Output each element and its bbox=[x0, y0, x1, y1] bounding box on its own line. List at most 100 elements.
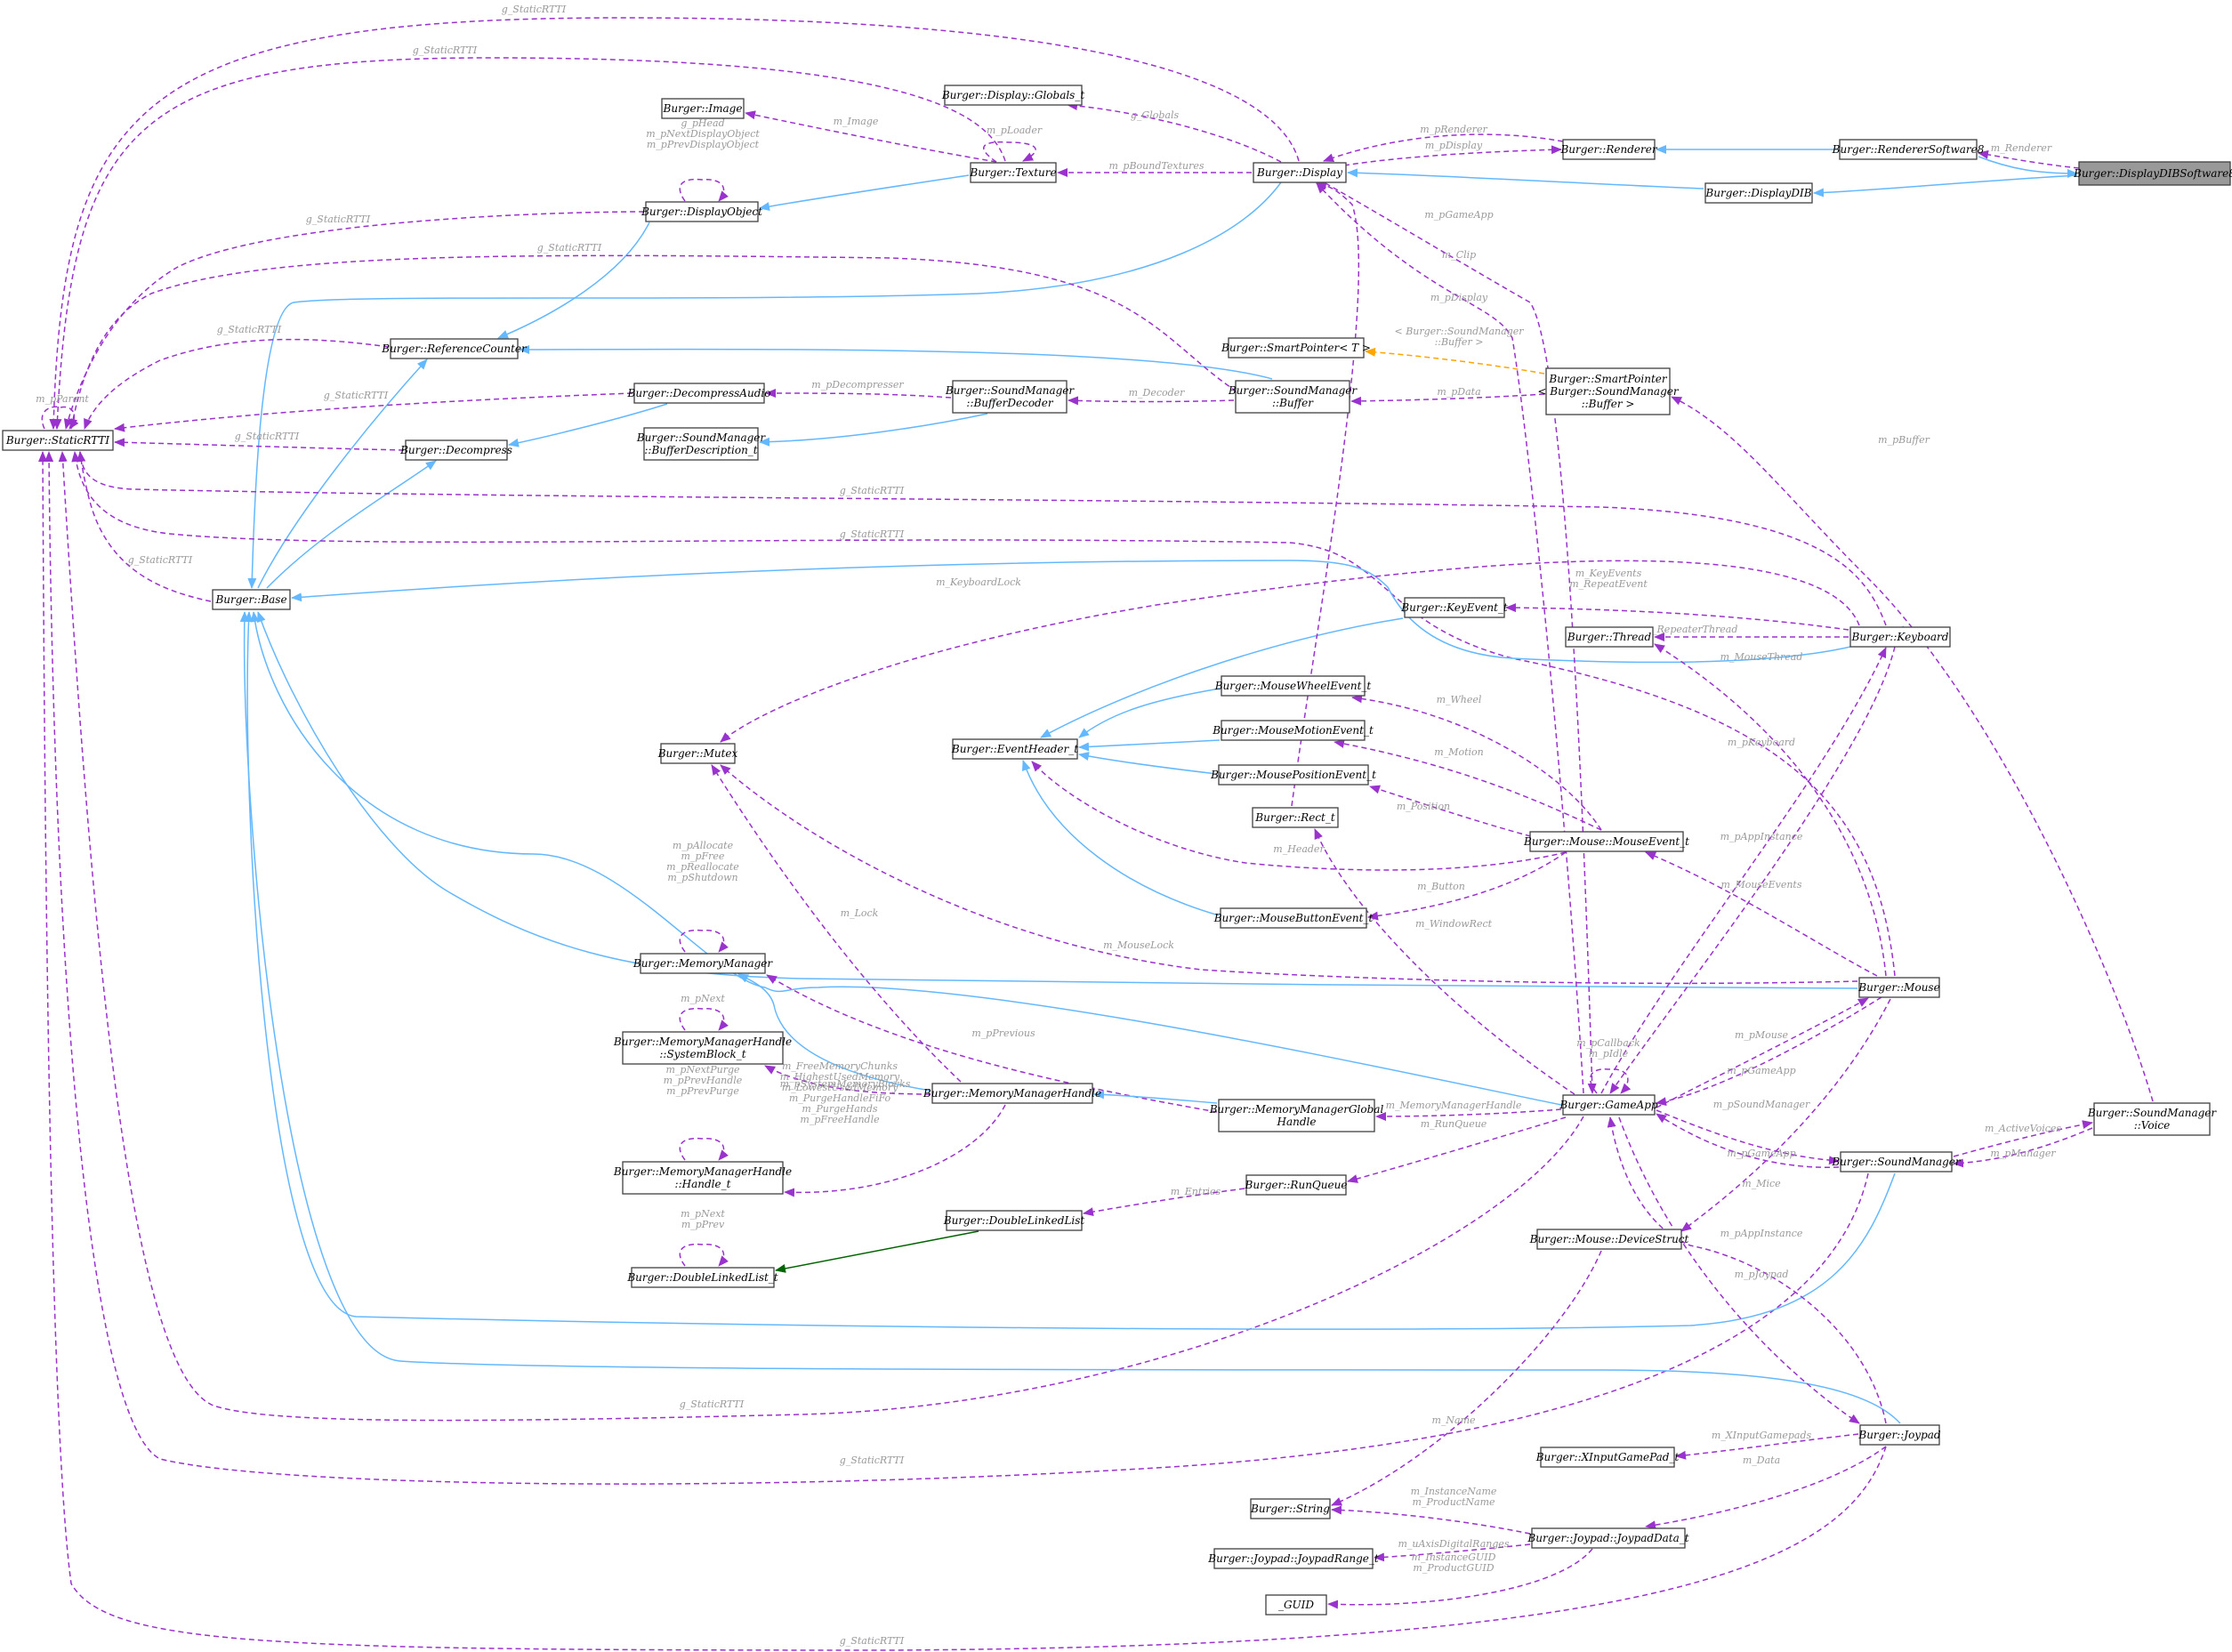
class-node-mouse-event[interactable]: Burger::Mouse::MouseEvent_t bbox=[1523, 831, 1689, 852]
class-node-mouse-wheel[interactable]: Burger::MouseWheelEvent_t bbox=[1214, 675, 1372, 697]
class-node-display-dibsoftware8[interactable]: Burger::DisplayDIBSoftware8 bbox=[2073, 161, 2232, 186]
class-node-buffer-decoder[interactable]: Burger::SoundManager::BufferDecoder bbox=[945, 380, 1076, 414]
class-node-sound-manager[interactable]: Burger::SoundManager bbox=[1831, 1151, 1962, 1173]
class-node-buffer-description[interactable]: Burger::SoundManager::BufferDescription_… bbox=[636, 427, 767, 461]
edge-system-block-to-mmhandle bbox=[764, 1065, 931, 1095]
class-node-voice[interactable]: Burger::SoundManager::Voice bbox=[2087, 1102, 2218, 1136]
class-node-memory-manager[interactable]: Burger::MemoryManager bbox=[633, 953, 774, 974]
class-name: Burger::Renderer bbox=[1559, 143, 1657, 156]
edge-line bbox=[1347, 168, 1704, 189]
edge-label: m_KeyboardLock bbox=[936, 576, 1021, 588]
edge-label: m_pBoundTextures bbox=[1108, 160, 1204, 172]
edge-line bbox=[679, 929, 729, 953]
class-node-run-queue[interactable]: Burger::RunQueue bbox=[1245, 1174, 1348, 1196]
class-node-joypad[interactable]: Burger::Joypad bbox=[1857, 1424, 1941, 1446]
edge-line bbox=[1314, 828, 1575, 1095]
class-name: Burger::Image bbox=[663, 102, 743, 115]
class-node-renderer-software8[interactable]: Burger::RendererSoftware8 bbox=[1832, 139, 1985, 160]
edge-line bbox=[77, 451, 1887, 626]
edge-game-app-to-game-app bbox=[1590, 1068, 1632, 1094]
edge-label-line: m_pSoundManager bbox=[1713, 1099, 1810, 1110]
edge-label: m_MouseEvents bbox=[1721, 879, 1802, 890]
class-node-double-linked-list[interactable]: Burger::DoubleLinkedList bbox=[943, 1210, 1085, 1231]
class-box bbox=[660, 743, 736, 764]
edge-label-line: m_pKeyboard bbox=[1728, 737, 1795, 748]
edge-label-line: m_pFree bbox=[681, 850, 725, 862]
class-node-decompress-audio[interactable]: Burger::DecompressAudio bbox=[627, 383, 771, 404]
class-box bbox=[1220, 907, 1367, 929]
edge-label-line: m_pBoundTextures bbox=[1108, 160, 1204, 172]
class-node-double-linked-list-t[interactable]: Burger::DoubleLinkedList_t bbox=[626, 1267, 778, 1288]
edge-label: m_WindowRect bbox=[1415, 918, 1493, 930]
edge-line bbox=[291, 560, 1905, 664]
edge-label: m_MouseThread bbox=[1720, 651, 1803, 663]
class-node-renderer[interactable]: Burger::Renderer bbox=[1559, 139, 1658, 160]
edge-label: g_StaticRTTI bbox=[128, 554, 193, 566]
edge-label-line: < Burger::SoundManager bbox=[1394, 326, 1524, 337]
class-box bbox=[1218, 764, 1369, 786]
class-node-keyboard[interactable]: Burger::Keyboard bbox=[1849, 626, 1951, 648]
class-node-xinput-game-pad[interactable]: Burger::XInputGamePad_t bbox=[1535, 1447, 1680, 1468]
class-node-system-block[interactable]: Burger::MemoryManagerHandle::SystemBlock… bbox=[613, 1031, 792, 1065]
edge-label: m_pManager bbox=[1990, 1148, 2056, 1159]
class-node-mutex[interactable]: Burger::Mutex bbox=[657, 743, 738, 764]
class-node-mouse[interactable]: Burger::Mouse bbox=[1857, 977, 1940, 998]
class-node-static-rtti[interactable]: Burger::StaticRTTI bbox=[2, 430, 114, 451]
edge-label: m_pAppInstance bbox=[1720, 831, 1803, 842]
edge-label-line: m_pFreeHandle bbox=[800, 1114, 880, 1125]
edge-key-event-to-keyboard bbox=[1505, 603, 1849, 631]
edge-handle-t-to-mmhandle bbox=[784, 1104, 1006, 1197]
class-node-joypad-data[interactable]: Burger::Joypad::JoypadData_t bbox=[1527, 1527, 1689, 1549]
class-box bbox=[1859, 1424, 1940, 1446]
edge-line bbox=[1813, 174, 2078, 197]
class-node-device-struct[interactable]: Burger::Mouse::DeviceStruct bbox=[1529, 1229, 1689, 1250]
class-node-game-app[interactable]: Burger::GameApp bbox=[1559, 1094, 1658, 1116]
class-node-handle-t[interactable]: Burger::MemoryManagerHandle::Handle_t bbox=[613, 1161, 792, 1195]
edge-line bbox=[71, 451, 1896, 977]
class-node-mouse-button[interactable]: Burger::MouseButtonEvent_t bbox=[1213, 907, 1374, 929]
class-node-smart-pointer-buf[interactable]: Burger::SmartPointer< Burger::SoundManag… bbox=[1537, 367, 1680, 415]
edge-line bbox=[1331, 1250, 1602, 1506]
class-node-mouse-motion[interactable]: Burger::MouseMotionEvent_t bbox=[1212, 720, 1374, 741]
class-node-globals-t[interactable]: Burger::Display::Globals_t bbox=[941, 85, 1085, 106]
edge-label-line: m_pDecompresser bbox=[811, 379, 904, 391]
edge-label-line: m_uAxisDigitalRanges bbox=[1398, 1538, 1509, 1550]
edge-line bbox=[519, 344, 1273, 380]
class-node-key-event[interactable]: Burger::KeyEvent_t bbox=[1400, 597, 1508, 618]
class-node-reference-counter[interactable]: Burger::ReferenceCounter bbox=[381, 338, 528, 359]
class-box bbox=[1562, 139, 1656, 160]
edge-base-to-display bbox=[247, 181, 1282, 589]
class-node-mouse-position[interactable]: Burger::MousePositionEvent_t bbox=[1210, 764, 1376, 786]
edge-label-line: m_ProductGUID bbox=[1413, 1562, 1494, 1574]
class-node-joypad-range[interactable]: Burger::Joypad::JoypadRange_t bbox=[1207, 1548, 1379, 1569]
class-node-base[interactable]: Burger::Base bbox=[212, 589, 291, 610]
edge-buffer-description-to-buffer-decoder bbox=[759, 413, 988, 447]
class-node-mmhandle[interactable]: Burger::MemoryManagerHandle bbox=[923, 1083, 1101, 1104]
class-node-thread[interactable]: Burger::Thread bbox=[1565, 626, 1654, 648]
edge-label-line: m_RepeatEvent bbox=[1569, 578, 1648, 590]
class-node-smart-pointer-t[interactable]: Burger::SmartPointer< T > bbox=[1221, 337, 1371, 359]
class-node-event-header[interactable]: Burger::EventHeader_t bbox=[951, 738, 1078, 760]
class-node-rect-t[interactable]: Burger::Rect_t bbox=[1252, 807, 1339, 828]
class-node-image[interactable]: Burger::Image bbox=[661, 98, 745, 119]
class-node-smbuffer[interactable]: Burger::SoundManager::Buffer bbox=[1228, 380, 1358, 414]
class-node-decompress[interactable]: Burger::Decompress bbox=[399, 439, 512, 461]
edge-label-line: m_ProductName bbox=[1412, 1496, 1495, 1508]
edge-label: m_pDisplay bbox=[1425, 140, 1483, 151]
class-node-guid[interactable]: _GUID bbox=[1265, 1594, 1327, 1616]
edge-voice-to-sound-manager bbox=[1953, 1120, 2093, 1157]
edge-line bbox=[1040, 617, 1404, 738]
edge-line bbox=[508, 403, 668, 447]
class-name: ::Voice bbox=[2134, 1119, 2171, 1132]
class-node-texture[interactable]: Burger::Texture bbox=[969, 162, 1057, 183]
class-node-display-dib[interactable]: Burger::DisplayDIB bbox=[1704, 182, 1813, 204]
edge-static-rtti-to-base bbox=[77, 451, 212, 602]
class-node-string[interactable]: Burger::String bbox=[1250, 1498, 1331, 1519]
class-box bbox=[952, 380, 1068, 414]
class-name: Burger::Texture bbox=[969, 166, 1056, 179]
class-node-display[interactable]: Burger::Display bbox=[1253, 162, 1347, 183]
class-node-display-object[interactable]: Burger::DisplayObject bbox=[641, 201, 762, 222]
